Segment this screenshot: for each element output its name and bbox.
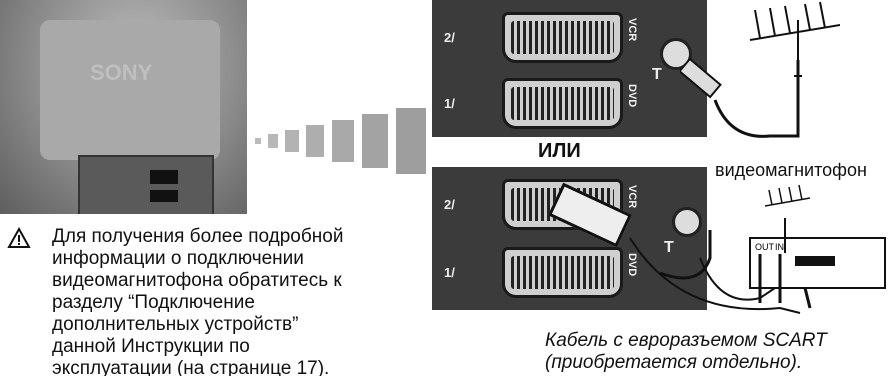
- port-2-label: 2/: [444, 30, 455, 45]
- zoom-beam: [255, 108, 426, 174]
- vcr-device-label: видеомагнитофон: [715, 160, 867, 180]
- dvd-scart-label: DVD: [626, 84, 638, 108]
- scart-dvd-socket-2: [502, 247, 623, 298]
- port-2-label-b: 2/: [444, 197, 455, 212]
- tv-back-photo: SONY: [0, 0, 247, 214]
- scart-dvd-socket: [502, 78, 623, 129]
- note-line-4: разделу “Подключение: [52, 292, 255, 313]
- vcr-in-label: IN: [775, 242, 784, 252]
- cable-caption-line-1: Кабель с евроразъемом SCART: [545, 330, 827, 351]
- antenna-icon-bottom: [764, 184, 811, 207]
- note-line-5: дополнительных устройств”: [52, 314, 299, 335]
- scart-vcr-socket: [502, 12, 623, 63]
- antenna-icon-top: [749, 1, 840, 80]
- note-line-3: видеомагнитофона обратитесь к: [52, 270, 342, 291]
- bottom-connection-photo: 2/ 1/ VCR DVD T: [432, 167, 707, 310]
- antenna-socket-2: [672, 207, 702, 237]
- vcr-out-label: OUT: [755, 242, 775, 252]
- vcr-scart-label: VCR: [626, 18, 638, 42]
- warning-icon: [7, 226, 31, 250]
- port-1-label: 1/: [444, 96, 455, 111]
- note-line-7: эксплуатации (на странице 17).: [52, 358, 330, 376]
- top-connection-photo: 2/ 1/ VCR DVD T: [432, 0, 707, 137]
- note-line-2: информации о подключении: [52, 248, 304, 269]
- cable-caption: Кабель с евроразъемом SCART (приобретает…: [545, 330, 827, 374]
- or-label: ИЛИ: [538, 140, 581, 162]
- note-text: Для получения более подробной информации…: [52, 226, 382, 376]
- antenna-cable-top: [680, 1, 840, 138]
- note-line-6: данной Инструкции по: [52, 336, 250, 357]
- port-1-label-b: 1/: [444, 265, 455, 280]
- vcr-connection-diagram: OUT IN: [629, 184, 886, 314]
- tv-connector-panel: [78, 155, 214, 214]
- cable-caption-line-2: (приобретается отдельно).: [545, 352, 803, 373]
- note-line-1: Для получения более подробной: [52, 226, 344, 247]
- antenna-socket: [660, 38, 692, 70]
